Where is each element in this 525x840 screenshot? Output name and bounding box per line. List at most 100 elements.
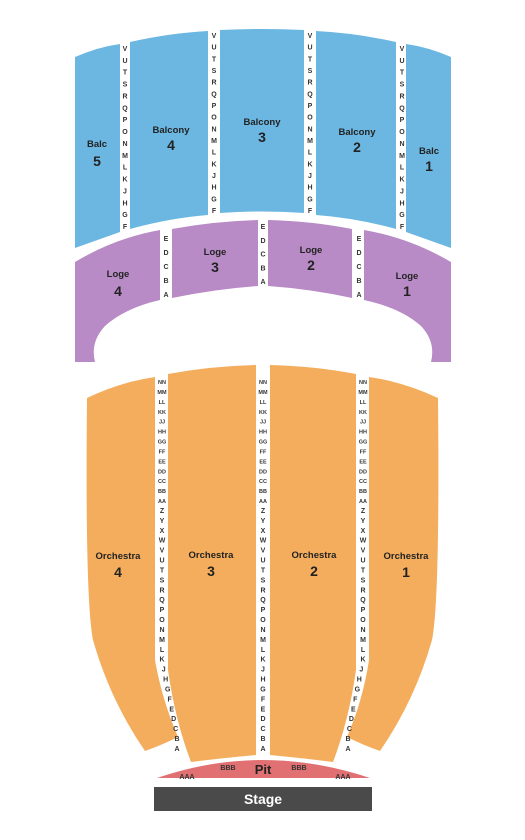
row-label: P <box>261 607 266 614</box>
row-label: H <box>307 185 312 192</box>
section-label-number: 3 <box>211 259 219 275</box>
row-label: E <box>164 236 169 243</box>
row-label: D <box>171 716 176 723</box>
section-loge-2[interactable] <box>268 220 352 298</box>
row-label: R <box>159 587 164 594</box>
row-label: A <box>356 292 361 299</box>
section-label-line1: Orchestra <box>384 551 430 562</box>
row-label: GG <box>359 440 368 446</box>
row-label: R <box>399 93 404 100</box>
section-orchestra-2[interactable] <box>270 365 356 762</box>
row-label: C <box>260 726 265 733</box>
row-label: AA <box>259 499 267 505</box>
row-label: C <box>347 726 352 733</box>
row-label: X <box>361 528 366 535</box>
pit-label: Pit <box>255 762 272 777</box>
row-label: U <box>399 58 404 65</box>
row-label: J <box>123 188 127 195</box>
row-label: G <box>307 196 313 203</box>
row-label: M <box>399 153 405 160</box>
row-label: A <box>260 279 265 286</box>
row-label: R <box>260 587 265 594</box>
row-label: G <box>211 196 217 203</box>
section-balcony-2[interactable] <box>316 31 396 229</box>
row-label: F <box>123 224 128 231</box>
row-label: BB <box>259 489 267 495</box>
row-label: JJ <box>159 420 165 426</box>
row-label: K <box>159 657 164 664</box>
row-label: L <box>400 165 405 172</box>
section-label-line1: Orchestra <box>96 551 142 562</box>
pit-row-label: BBB <box>291 765 306 772</box>
row-label: U <box>159 558 164 565</box>
row-label: Q <box>360 597 366 604</box>
row-label: HH <box>158 430 166 436</box>
section-balcony-3[interactable] <box>220 29 304 213</box>
row-label: A <box>174 746 179 753</box>
row-label: V <box>361 548 366 555</box>
section-loge-4[interactable] <box>75 230 160 362</box>
row-label: LL <box>260 400 267 406</box>
section-label-line1: Orchestra <box>292 550 338 561</box>
section-label-line1: Loge <box>300 245 323 256</box>
section-label-number: 4 <box>114 564 122 580</box>
row-label: AA <box>158 499 166 505</box>
row-label: FF <box>360 449 367 455</box>
row-label: L <box>308 150 313 157</box>
row-label: B <box>260 736 265 743</box>
row-label: H <box>163 677 168 684</box>
stage <box>154 787 372 811</box>
section-balc-1[interactable] <box>406 44 451 248</box>
row-label: CC <box>259 479 267 485</box>
pit-row-label: AAA <box>179 774 194 781</box>
row-label: NN <box>158 380 166 386</box>
section-orchestra-3[interactable] <box>168 365 256 762</box>
row-label: N <box>399 141 404 148</box>
section-loge-1[interactable] <box>364 230 451 362</box>
row-label: Y <box>261 518 266 525</box>
row-label: F <box>400 224 405 231</box>
row-label: GG <box>259 440 268 446</box>
row-label: F <box>308 208 313 215</box>
row-label: NN <box>359 380 367 386</box>
row-label: Q <box>122 105 128 112</box>
row-label: G <box>399 212 405 219</box>
section-orchestra-1[interactable] <box>347 377 439 751</box>
row-label: LL <box>159 400 166 406</box>
row-label: N <box>260 627 265 634</box>
row-label: P <box>308 103 313 110</box>
row-label: K <box>211 161 216 168</box>
row-label: C <box>260 252 265 259</box>
row-label: E <box>261 224 266 231</box>
row-label: R <box>360 587 365 594</box>
section-label-number: 2 <box>353 139 361 155</box>
row-label: K <box>307 161 312 168</box>
row-label: MM <box>358 390 368 396</box>
section-label-number: 1 <box>402 564 410 580</box>
row-label: K <box>260 657 265 664</box>
row-label: E <box>357 236 362 243</box>
section-pit[interactable] <box>157 760 370 778</box>
row-label: BB <box>359 489 367 495</box>
row-label: L <box>261 647 266 654</box>
row-label: X <box>261 528 266 535</box>
row-label: A <box>260 746 265 753</box>
section-loge-3[interactable] <box>172 220 258 298</box>
row-label: C <box>163 264 168 271</box>
section-balcony-4[interactable] <box>130 31 208 229</box>
row-label: W <box>360 538 367 545</box>
row-label: P <box>123 117 128 124</box>
row-label: MM <box>157 390 167 396</box>
row-label: B <box>260 265 265 272</box>
row-label: L <box>123 165 128 172</box>
row-label: T <box>212 56 217 63</box>
section-orchestra-4[interactable] <box>86 377 178 751</box>
row-label: F <box>168 696 173 703</box>
section-balc-5[interactable] <box>75 44 120 248</box>
section-label-number: 2 <box>310 563 318 579</box>
row-label: EE <box>359 459 367 465</box>
row-label: G <box>165 686 171 693</box>
row-label: P <box>361 607 366 614</box>
row-label: V <box>212 33 217 40</box>
